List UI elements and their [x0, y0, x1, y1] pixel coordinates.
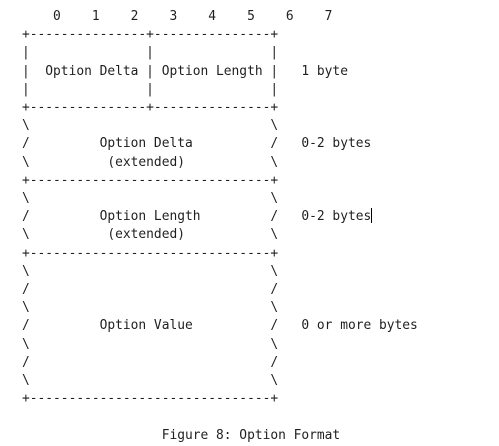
diagram-line: | Option Delta | Option Length | 1 byte [22, 63, 348, 79]
diagram-line: \ \ [22, 300, 279, 316]
diagram-line: / Option Value / 0 or more bytes [22, 318, 418, 334]
diagram-line: \ \ [22, 191, 279, 207]
diagram-line: \ \ [22, 373, 279, 389]
diagram-line: \ \ [22, 336, 279, 352]
text-cursor [371, 208, 373, 224]
diagram-line: | | | [22, 45, 279, 61]
diagram-line: +-------------------------------+ [22, 391, 279, 407]
diagram-line: / / [22, 282, 279, 298]
option-format-figure: 0 1 2 3 4 5 6 7 +---------------+-------… [22, 8, 418, 445]
diagram-line: +---------------+---------------+ [22, 27, 279, 43]
bit-position-header: 0 1 2 3 4 5 6 7 [22, 9, 333, 24]
diagram-line: +-------------------------------+ [22, 245, 279, 261]
diagram-line: +-------------------------------+ [22, 172, 279, 188]
diagram-line: \ \ [22, 263, 279, 279]
diagram-line: | | | [22, 81, 279, 97]
figure-caption: Figure 8: Option Format [22, 427, 341, 443]
diagram-line: \ (extended) \ [22, 227, 279, 243]
diagram-line: / Option Delta / 0-2 bytes [22, 136, 372, 152]
diagram-line: \ (extended) \ [22, 154, 279, 170]
diagram-line: \ \ [22, 118, 279, 134]
diagram-line: / / [22, 354, 279, 370]
diagram-line: +---------------+---------------+ [22, 100, 279, 116]
diagram-line: / Option Length / 0-2 bytes [22, 209, 372, 225]
